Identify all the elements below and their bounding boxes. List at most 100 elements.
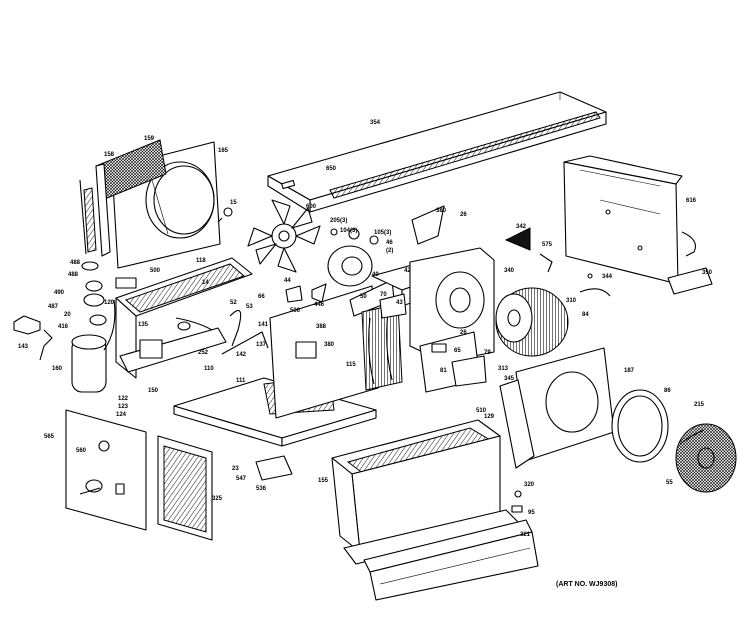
condenser-shroud <box>79 139 221 269</box>
label-top-cover: 354 <box>370 120 381 126</box>
divider-panel <box>269 279 395 419</box>
label-motor: 26 <box>460 330 467 336</box>
label-part-345: 345 <box>504 376 515 382</box>
fan-blade <box>247 199 321 273</box>
small-bracket <box>255 455 293 481</box>
label-part-79: 79 <box>484 350 491 356</box>
label-foot-a: 23 <box>232 466 239 472</box>
label-grille: 215 <box>694 402 705 408</box>
label-fan-blade: 600 <box>306 204 317 210</box>
label-valve: 143 <box>18 344 29 350</box>
label-front-c: 321 <box>520 532 531 538</box>
front-panel <box>331 419 539 601</box>
label-part-123: 123 <box>118 404 129 410</box>
label-bracket-d: 536 <box>256 486 267 492</box>
label-part-120: 120 <box>104 300 115 306</box>
label-bracket-b: 26 <box>460 212 467 218</box>
label-cap-c: 490 <box>54 290 65 296</box>
label-part-65: 65 <box>454 348 461 354</box>
label-part-52: 52 <box>230 300 237 306</box>
label-part-142: 142 <box>236 352 247 358</box>
fan-grille <box>675 423 737 493</box>
label-part-510: 510 <box>476 408 487 414</box>
label-ring: 86 <box>664 388 671 394</box>
label-ctrl-knob: 560 <box>76 448 87 454</box>
label-part-446: 446 <box>314 302 325 308</box>
label-part-43: 43 <box>396 300 403 306</box>
label-side-panel: 616 <box>686 198 697 204</box>
label-part-380b: 380 <box>324 342 335 348</box>
label-part-310: 310 <box>566 298 577 304</box>
label-right-foot: 350 <box>702 270 713 276</box>
label-part-313: 313 <box>498 366 509 372</box>
label-part-137: 137 <box>256 342 267 348</box>
top-cover <box>267 91 607 213</box>
label-cap-d: 487 <box>48 304 59 310</box>
label-parts-d: 46 <box>386 240 393 246</box>
label-bracket-a: 380 <box>436 208 447 214</box>
shroud-ring <box>611 389 669 463</box>
label-part-388: 388 <box>316 324 327 330</box>
label-part-141: 141 <box>258 322 269 328</box>
label-cap-a: 488 <box>70 260 81 266</box>
label-top-cover-b: 650 <box>326 166 337 172</box>
label-knob: 95 <box>528 510 535 516</box>
label-cap-b: 488 <box>68 272 79 278</box>
label-part-42: 42 <box>404 268 411 274</box>
label-bracket-c: 547 <box>236 476 247 482</box>
label-part-84: 84 <box>582 312 589 318</box>
label-part-506: 506 <box>290 308 301 314</box>
label-front-a: 155 <box>318 478 329 484</box>
label-parts-e: (2) <box>386 248 393 254</box>
label-screw-a: 15 <box>230 200 237 206</box>
label-grille-b: 55 <box>666 480 673 486</box>
label-part-40: 40 <box>372 272 379 278</box>
label-box: 500 <box>150 268 161 274</box>
label-part-66: 66 <box>258 294 265 300</box>
label-part-70: 70 <box>380 292 387 298</box>
right-side-panel <box>563 155 713 295</box>
motor-bracket <box>419 331 487 393</box>
label-parts-b: 104(3) <box>340 228 357 234</box>
side-frame <box>157 435 213 541</box>
label-part-44: 44 <box>284 278 291 284</box>
label-shroud: 165 <box>218 148 229 154</box>
fan-housing <box>499 347 615 469</box>
art-number: (ART NO. WJ9308) <box>556 581 617 588</box>
label-parts-a: 205(3) <box>330 218 347 224</box>
compressor <box>71 299 116 393</box>
label-blower: 340 <box>504 268 515 274</box>
label-mesh-b: 158 <box>104 152 115 158</box>
label-part-135: 135 <box>138 322 149 328</box>
label-evap-coil: 115 <box>346 362 356 368</box>
label-parts-c: 105(3) <box>374 230 391 236</box>
label-compressor: 160 <box>52 366 63 372</box>
label-wedge: 342 <box>516 224 527 230</box>
label-part-50: 50 <box>360 294 367 300</box>
label-part-53: 53 <box>246 304 253 310</box>
label-part-110: 110 <box>204 366 214 372</box>
label-part-150: 150 <box>148 388 159 394</box>
label-frame: 325 <box>212 496 223 502</box>
label-ctrl-panel: 565 <box>44 434 55 440</box>
label-clip: 575 <box>542 242 553 248</box>
label-mesh-a: 159 <box>144 136 155 142</box>
control-panel <box>65 409 147 531</box>
part-labels: 354 650 159 158 165 616 15 600 205(3) 10… <box>18 120 713 538</box>
label-front-b: 320 <box>524 482 535 488</box>
label-part-14: 14 <box>202 280 209 286</box>
label-front-panel: 129 <box>484 414 495 420</box>
label-part-122: 122 <box>118 396 129 402</box>
evaporator-coil <box>361 303 403 391</box>
label-part-111: 111 <box>236 378 246 384</box>
label-cap-e: 20 <box>64 312 71 318</box>
capacitor-parts <box>13 261 107 361</box>
label-cap-f: 416 <box>58 324 69 330</box>
label-rod: 344 <box>602 274 613 280</box>
tube-assembly <box>175 309 269 355</box>
label-housing: 187 <box>624 368 635 374</box>
hardware-small-top <box>217 205 611 303</box>
condenser-coil-assembly <box>115 257 253 379</box>
label-part-252: 252 <box>198 350 209 356</box>
